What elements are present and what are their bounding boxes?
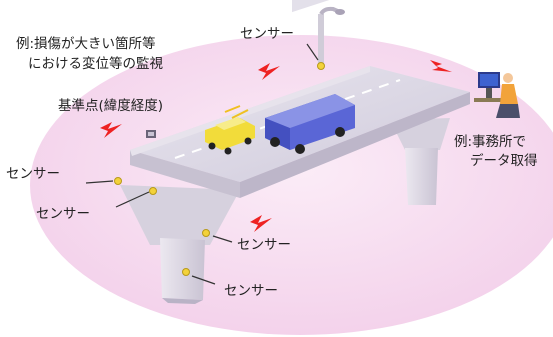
sensor-label-2: センサー	[36, 206, 90, 222]
wireless-signal-icons	[100, 60, 452, 232]
taxi	[205, 105, 255, 155]
caption-monitoring-line2: における変位等の監視	[28, 56, 163, 72]
reference-point-marker	[146, 130, 156, 138]
caption-monitoring-line1: 例:損傷が大きい箇所等	[16, 36, 156, 52]
sensor-label-4: センサー	[224, 283, 278, 299]
sensor-label-lamp: センサー	[240, 26, 294, 42]
sensor-dot-lamp	[317, 62, 325, 70]
bridge-pier-left	[120, 185, 240, 304]
sensor-label-1: センサー	[6, 166, 60, 182]
sensor-dot-4	[182, 268, 190, 276]
truck	[265, 0, 355, 154]
caption-office-line2: データ取得	[470, 153, 538, 169]
sensor-dot-1	[114, 177, 122, 185]
office-worker-icon	[474, 72, 520, 118]
sensor-dot-2	[149, 187, 157, 195]
coverage-area-ellipse	[30, 35, 553, 335]
reference-point-label: 基準点(緯度経度)	[58, 98, 164, 114]
sensor-label-3: センサー	[237, 237, 291, 253]
caption-office-line1: 例:事務所で	[454, 134, 527, 150]
sensor-dots	[114, 62, 325, 276]
lamp-post	[318, 6, 345, 69]
sensor-dot-3	[202, 229, 210, 237]
leader-lines	[85, 43, 319, 285]
